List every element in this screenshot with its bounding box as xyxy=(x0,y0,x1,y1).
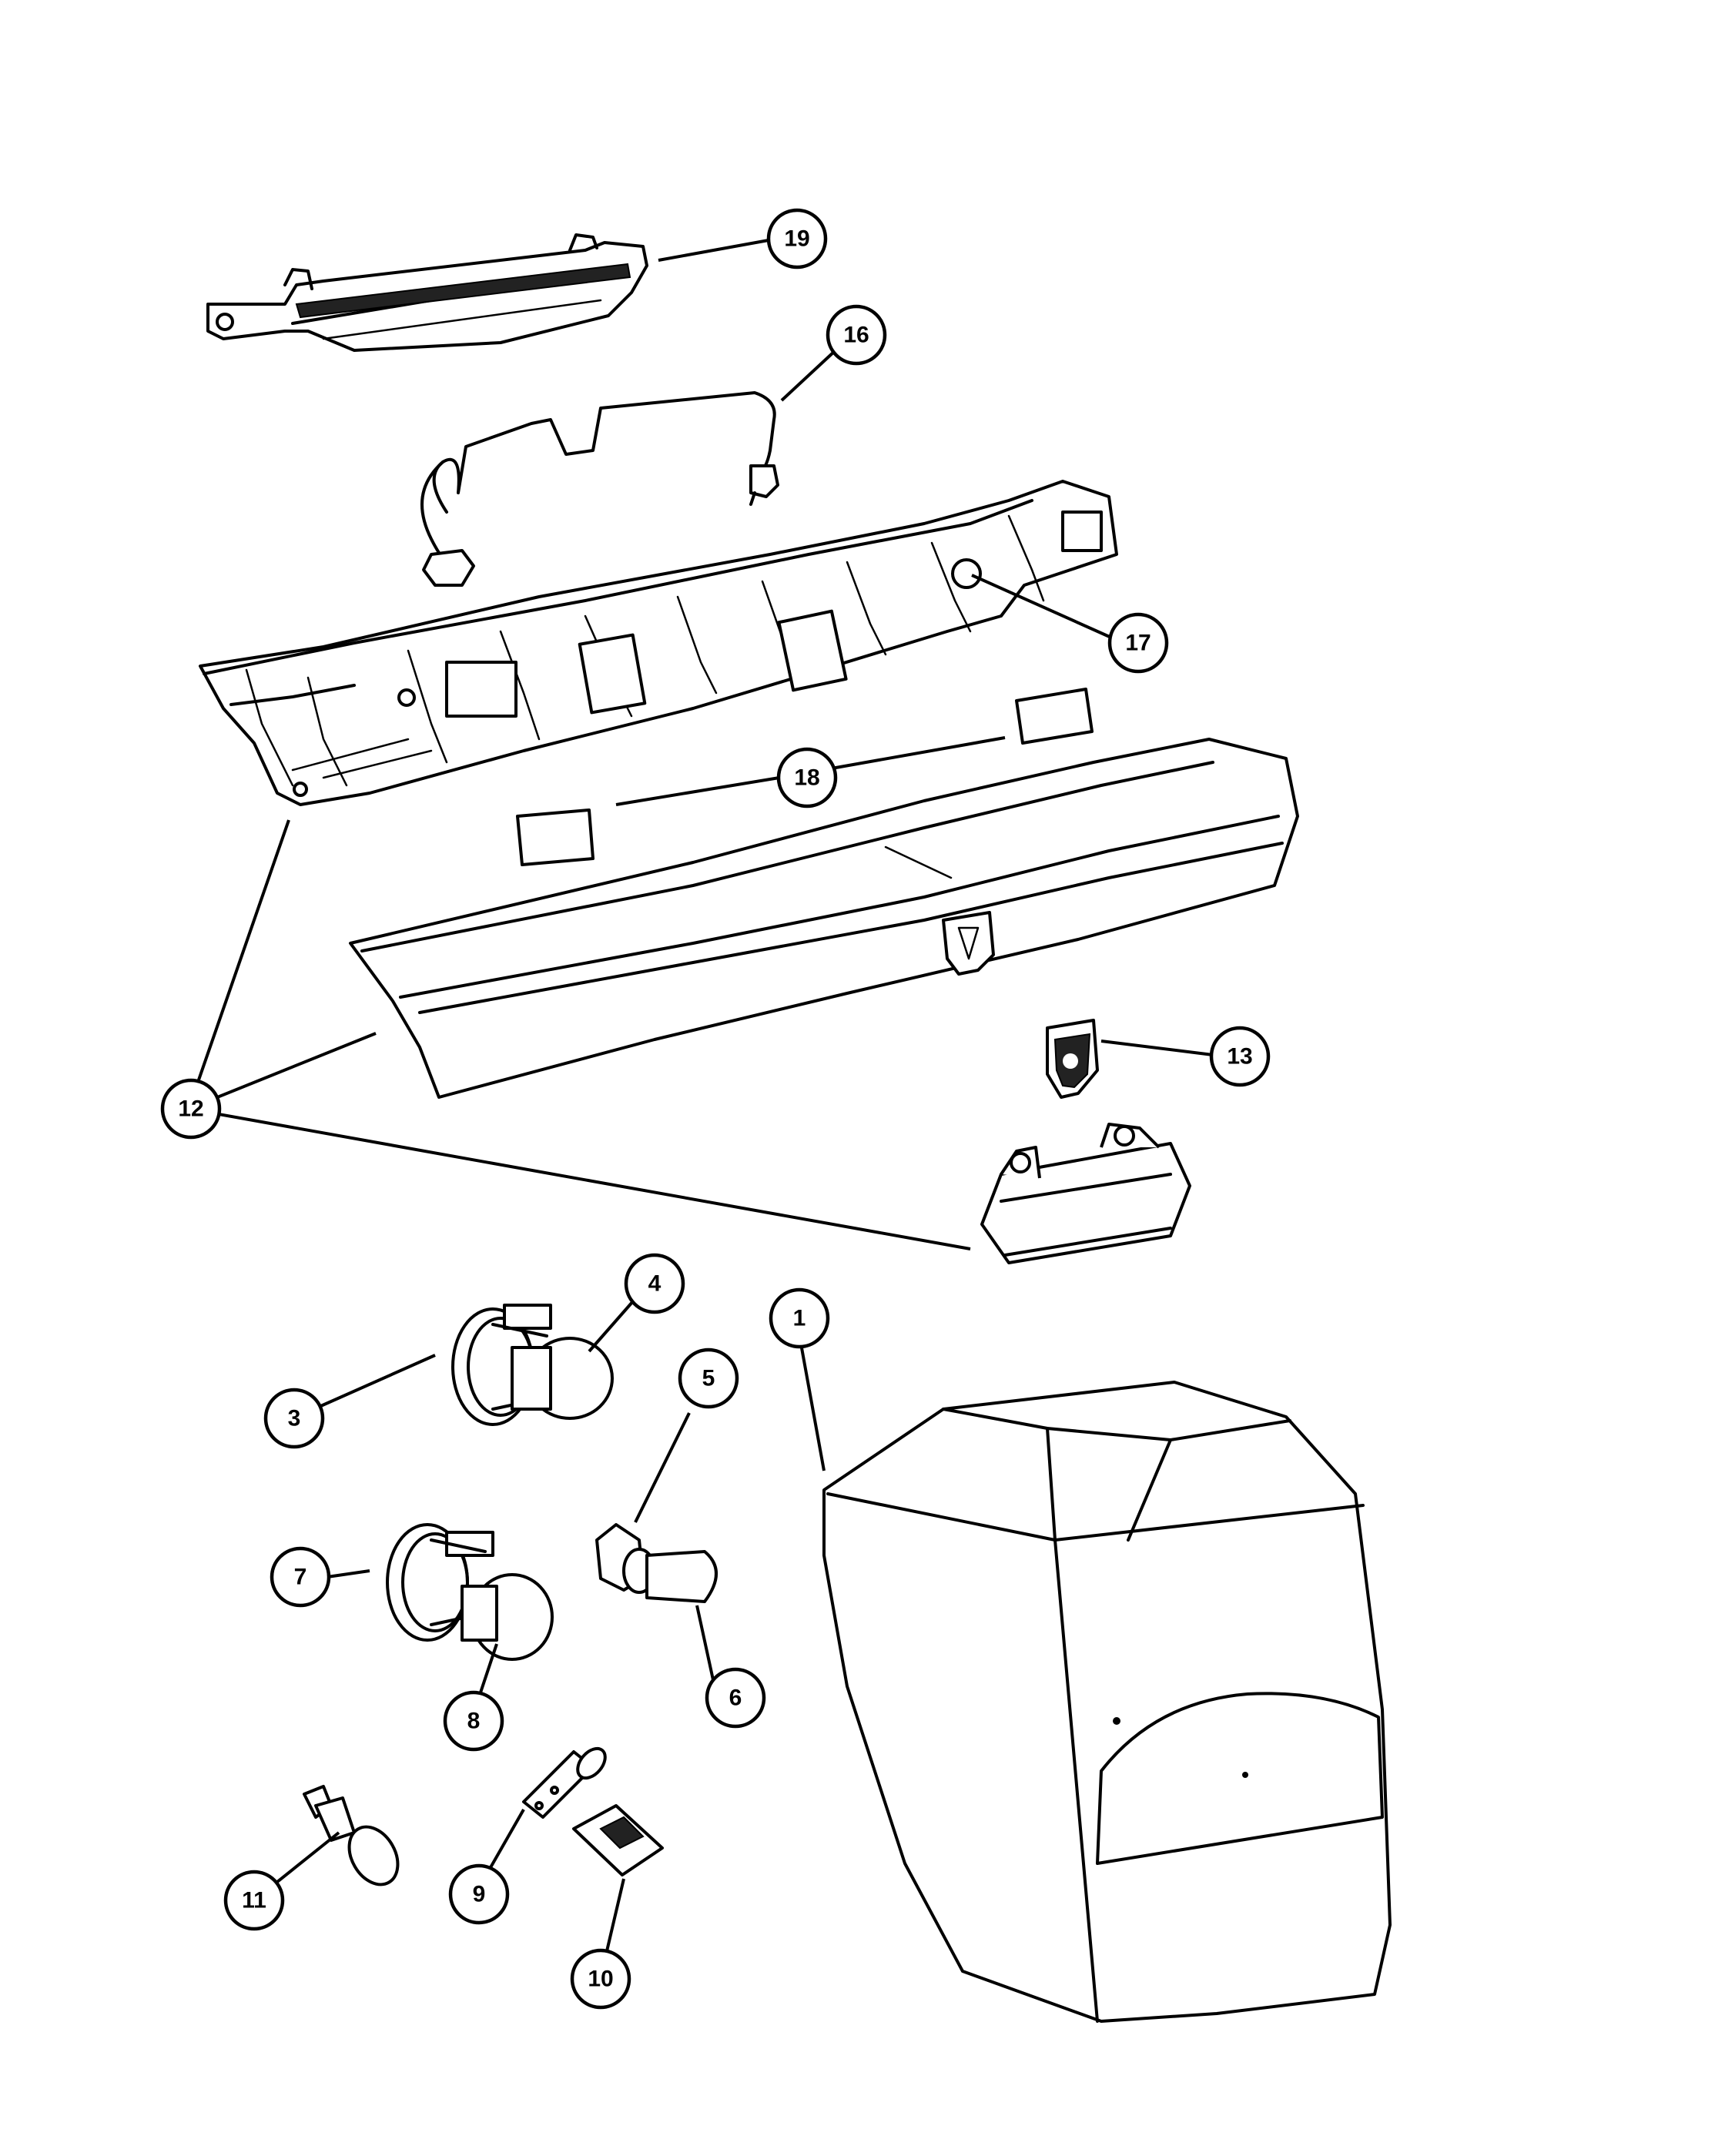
wedge-bulb-icon xyxy=(645,1550,718,1603)
callout-10[interactable]: 10 xyxy=(570,1948,631,2010)
clip-nut-icon xyxy=(572,1804,664,1876)
callout-9-label: 9 xyxy=(473,1882,486,1907)
callout-11[interactable]: 11 xyxy=(223,1870,285,1931)
leader-lines xyxy=(187,239,1214,1978)
callout-19-label: 19 xyxy=(784,226,809,252)
bulb-icon xyxy=(511,1337,614,1420)
trunk-applique-icon xyxy=(349,738,1299,1099)
callout-1-label: 1 xyxy=(793,1306,806,1331)
callout-8-label: 8 xyxy=(467,1709,481,1734)
callout-12-label: 12 xyxy=(178,1096,203,1122)
callout-13-label: 13 xyxy=(1227,1044,1252,1070)
callout-6[interactable]: 6 xyxy=(705,1667,766,1729)
center-high-mount-stop-lamp-icon xyxy=(206,233,648,352)
callout-10-label: 10 xyxy=(588,1967,613,1992)
callout-6-label: 6 xyxy=(729,1686,742,1711)
callout-3[interactable]: 3 xyxy=(263,1388,325,1449)
callout-12[interactable]: 12 xyxy=(160,1078,222,1140)
tail-lamp-housing-icon xyxy=(822,1381,1392,2023)
callout-4-label: 4 xyxy=(648,1271,662,1297)
callout-18-label: 18 xyxy=(794,765,819,791)
callout-5[interactable]: 5 xyxy=(678,1348,739,1409)
callout-5-label: 5 xyxy=(702,1366,715,1391)
callout-1[interactable]: 1 xyxy=(769,1287,830,1349)
wiring-harness-icon xyxy=(420,391,779,587)
push-pin-icon xyxy=(522,1746,607,1819)
callout-4[interactable]: 4 xyxy=(624,1253,685,1314)
callout-17-label: 17 xyxy=(1125,631,1151,656)
license-lamp-bracket-icon xyxy=(199,480,1118,806)
license-trim-handle-icon xyxy=(980,1123,1191,1264)
lamp-socket-2-icon xyxy=(386,1523,494,1642)
adhesive-pad-icon xyxy=(516,688,1094,866)
callout-16[interactable]: 16 xyxy=(826,304,887,366)
callout-18[interactable]: 18 xyxy=(776,747,838,808)
callout-7[interactable]: 7 xyxy=(270,1546,331,1608)
callout-16-label: 16 xyxy=(843,323,869,348)
ram-emblem-icon xyxy=(1046,1019,1099,1099)
callout-13[interactable]: 13 xyxy=(1209,1026,1271,1087)
bulb-2-icon xyxy=(461,1573,554,1661)
callout-9[interactable]: 9 xyxy=(448,1863,510,1925)
callout-19[interactable]: 19 xyxy=(766,208,828,270)
callout-11-label: 11 xyxy=(242,1888,266,1913)
callout-17[interactable]: 17 xyxy=(1107,612,1169,674)
callout-3-label: 3 xyxy=(288,1406,301,1431)
push-rivet-icon xyxy=(303,1785,400,1886)
callout-7-label: 7 xyxy=(294,1565,307,1590)
callout-8[interactable]: 8 xyxy=(443,1690,504,1752)
